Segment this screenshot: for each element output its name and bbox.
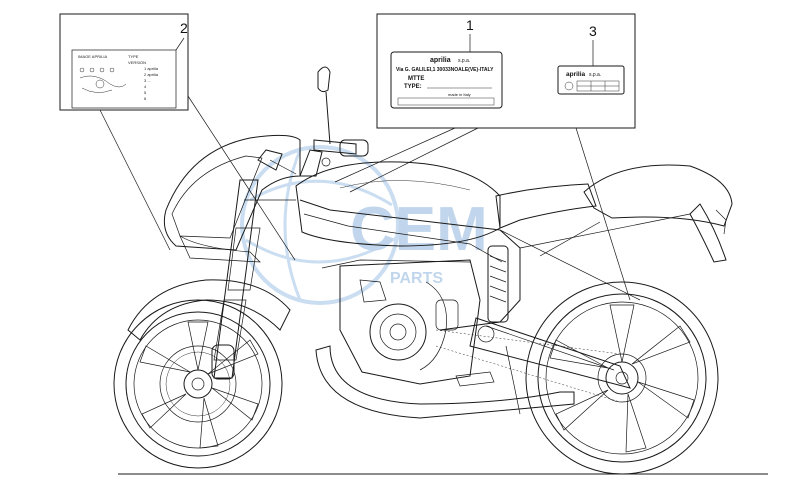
svg-text:4: 4 xyxy=(144,84,147,89)
exhaust xyxy=(315,345,575,419)
rear-sprocket xyxy=(597,353,647,403)
mirror xyxy=(257,149,283,171)
fuel-tank xyxy=(295,161,501,247)
front-wheel xyxy=(113,299,283,469)
svg-text:3 ...: 3 ... xyxy=(144,78,151,83)
callout-box-1-3: 1 3 aprilia s.p.a. Via G. GALILEI,1 3003… xyxy=(334,13,636,301)
svg-text:6: 6 xyxy=(144,96,147,101)
engine xyxy=(339,259,481,385)
front-fork xyxy=(213,179,296,379)
rear-shock xyxy=(487,245,509,323)
svg-text:s.p.a.: s.p.a. xyxy=(458,58,470,64)
svg-text:s.p.a.: s.p.a. xyxy=(589,72,601,78)
antenna-rod xyxy=(317,66,331,145)
front-fairing xyxy=(163,134,301,263)
svg-text:VERSION: VERSION xyxy=(128,60,146,65)
front-brake-disc xyxy=(159,345,237,423)
footpeg xyxy=(455,371,495,387)
svg-text:made in Italy: made in Italy xyxy=(448,92,471,97)
small-label-3: aprilia s.p.a. xyxy=(557,65,625,95)
front-fender xyxy=(127,279,291,341)
engine-cover xyxy=(369,303,427,361)
svg-text:MTTE: MTTE xyxy=(408,76,424,82)
callout-number-1: 1 xyxy=(466,17,474,33)
watermark-sub-text: PARTS xyxy=(390,270,443,287)
watermark: CEM PARTS xyxy=(240,145,488,305)
identification-plate-1: aprilia s.p.a. Via G. GALILEI,1 30033NOA… xyxy=(390,51,503,109)
chain xyxy=(435,329,621,403)
wiring-label-2: IMAGE APRILIA TYPE VERSION 1 aprilia 2 a… xyxy=(71,49,177,109)
swingarm xyxy=(469,317,631,389)
rear-wheel xyxy=(525,281,719,475)
callout-number-3: 3 xyxy=(589,23,597,39)
svg-text:TYPE: TYPE xyxy=(128,54,139,59)
svg-text:IMAGE APRILIA: IMAGE APRILIA xyxy=(78,54,107,59)
callout-box-2: 2 IMAGE APRILIA TYPE VERSION 1 aprilia 2… xyxy=(59,13,296,261)
callout-number-2: 2 xyxy=(180,20,188,36)
svg-text:TYPE:: TYPE: xyxy=(404,84,422,90)
motorcycle-drawing xyxy=(113,66,733,475)
watermark-globe xyxy=(240,145,400,305)
svg-text:aprilia: aprilia xyxy=(430,57,451,64)
svg-text:2 aprilia: 2 aprilia xyxy=(144,72,159,77)
svg-text:Via G. GALILEI,1 30033NOALE(VE: Via G. GALILEI,1 30033NOALE(VE)-ITALY xyxy=(396,67,494,73)
svg-text:1 aprilia: 1 aprilia xyxy=(144,66,159,71)
svg-text:5: 5 xyxy=(144,90,147,95)
handlebar xyxy=(299,139,369,177)
svg-text:aprilia: aprilia xyxy=(566,71,586,78)
seat-tail xyxy=(495,164,733,263)
